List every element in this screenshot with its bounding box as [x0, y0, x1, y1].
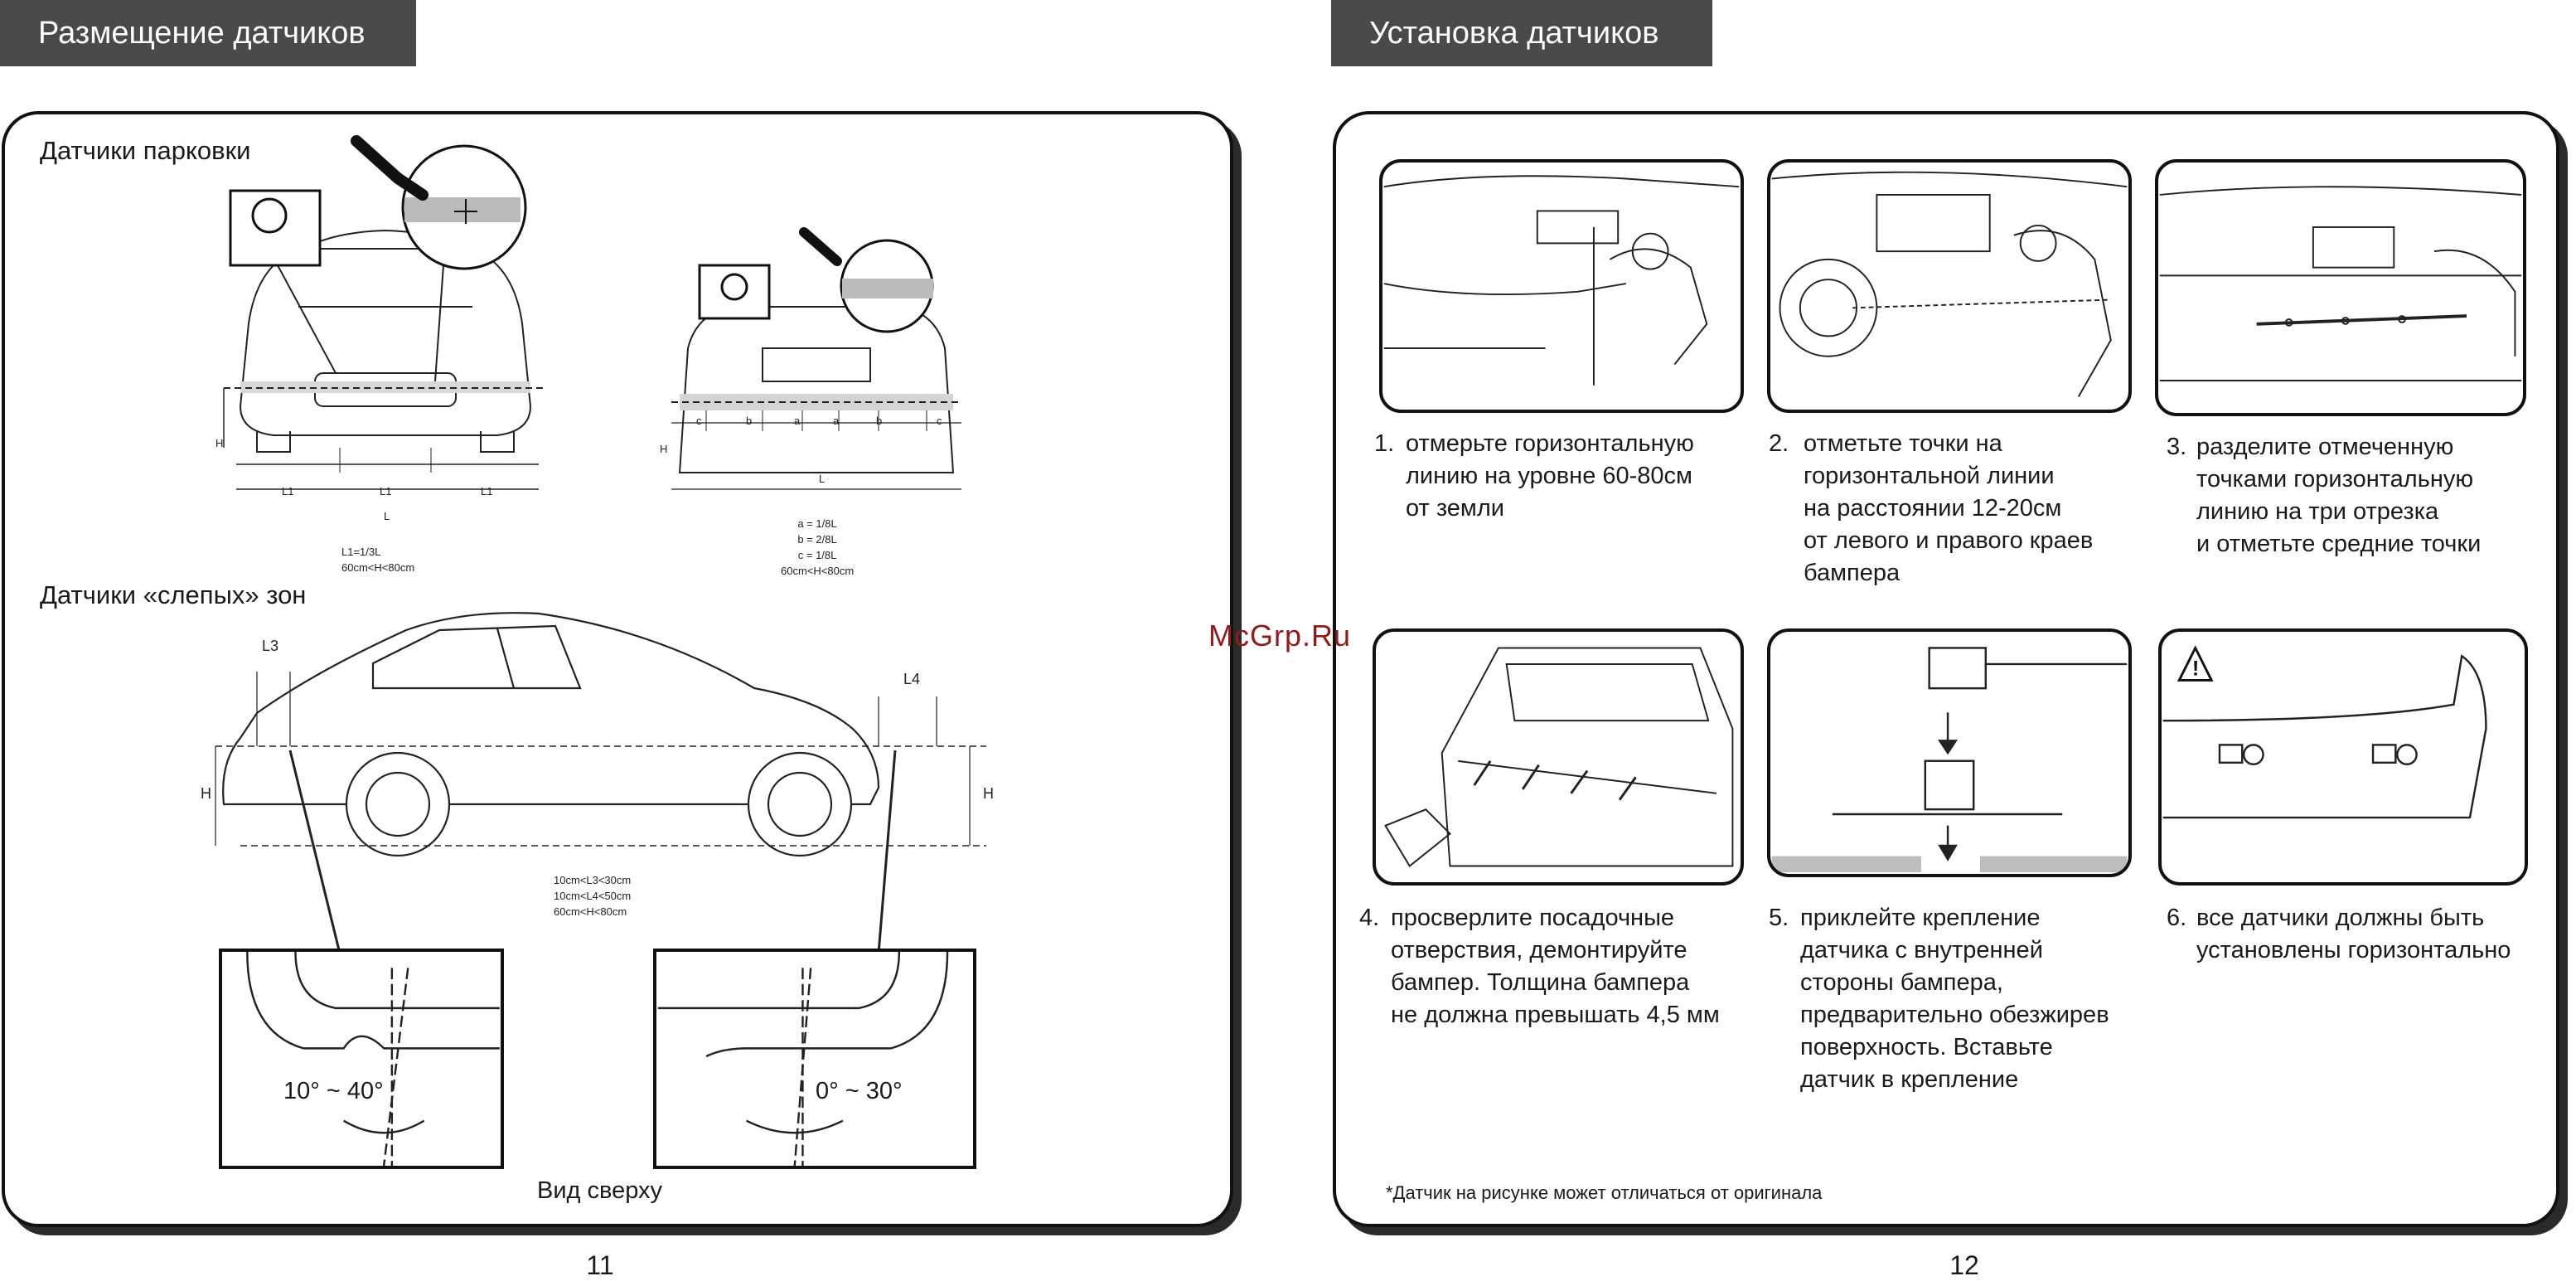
step-3: 3. разделите отмеченную точками горизонт… [2167, 431, 2548, 572]
step-2-text: отметьте точки на горизонтальной линии н… [1804, 430, 2094, 586]
step-5-number: 5. [1769, 905, 1789, 931]
rear-segment-5: b [876, 415, 883, 427]
left-page-number: 11 [586, 1250, 614, 1280]
step-1-number: 1. [1374, 430, 1395, 457]
step-6-text: все датчики должны быть установлены гори… [2196, 905, 2511, 963]
front-l1-label-1: L1 [282, 485, 294, 497]
left-header: Размещение датчиков [0, 0, 416, 66]
rear-segment-6: c [937, 415, 942, 427]
front-l-label: L [384, 510, 390, 522]
front-l1-label-3: L1 [481, 485, 493, 497]
rear-car-diagram: H c b a a b c L [660, 224, 970, 506]
rear-segment-4: a [833, 415, 840, 427]
detail-right-box: 0° ~ 30° [653, 949, 976, 1169]
watermark: McGrp.Ru [1208, 619, 1352, 653]
detail-left-box: 10° ~ 40° [219, 949, 504, 1169]
step-3-text: разделите отмеченную точками горизонталь… [2196, 434, 2482, 557]
rear-segment-1: c [696, 415, 702, 427]
rear-h-label: H [660, 443, 668, 455]
step-2-number: 2. [1769, 430, 1789, 457]
step-4-number: 4. [1359, 905, 1380, 931]
step-2: 2. отметьте точки на горизонтальной лини… [1769, 428, 2158, 602]
front-l1-label-2: L1 [380, 485, 392, 497]
right-header: Установка датчиков [1331, 0, 1712, 66]
step-3-number: 3. [2167, 434, 2187, 460]
side-l4-label: L4 [903, 671, 921, 687]
step-4: 4. просверлите посадочные отверствия, де… [1359, 902, 1757, 1043]
step-1: 1. отмерьте горизонтальную линию на уров… [1374, 428, 1755, 536]
blind-zone-title: Датчики «слепых» зон [40, 580, 307, 609]
step-4-text: просверлите посадочные отверствия, демон… [1391, 905, 1720, 1028]
side-l3-label: L3 [262, 638, 279, 654]
rear-l-label: L [819, 473, 826, 485]
step-5: 5. приклейте крепление датчика с внутрен… [1769, 902, 2150, 1101]
rear-formula: a = 1/8L b = 2/8L c = 1/8L 60cm<H<80cm [781, 517, 855, 577]
step-2-picture [1767, 159, 2132, 413]
side-car-diagram: L3 L4 H H [191, 597, 1003, 954]
right-page-number: 12 [1949, 1250, 1979, 1280]
top-view-label: Вид сверху [537, 1177, 663, 1204]
step-6-number: 6. [2167, 905, 2187, 931]
front-car-diagram: H L1 L1 L1 L [199, 133, 564, 522]
rear-segment-3: a [794, 415, 801, 427]
rear-segment-2: b [746, 415, 753, 427]
step-6-picture: ! [2158, 628, 2528, 886]
step-3-picture [2155, 159, 2526, 416]
side-h-left-label: H [201, 785, 211, 802]
step-1-picture [1379, 159, 1744, 413]
front-formula: L1=1/3L 60cm<H<80cm [341, 546, 415, 574]
detail-left-angle: 10° ~ 40° [283, 1078, 384, 1104]
svg-text:!: ! [2192, 657, 2199, 681]
front-h-label: H [215, 437, 224, 449]
parking-sensors-title: Датчики парковки [40, 136, 251, 165]
left-panel [2, 111, 1233, 1227]
side-h-right-label: H [983, 785, 994, 802]
side-formula: 10cm<L3<30cm 10cm<L4<50cm 60cm<H<80cm [554, 874, 632, 918]
step-5-picture [1767, 628, 2132, 877]
step-5-text: приклейте крепление датчика с внутренней… [1800, 905, 2109, 1093]
footnote: *Датчик на рисунке может отличаться от о… [1386, 1182, 1823, 1203]
step-4-picture [1373, 628, 1744, 886]
detail-right-angle: 0° ~ 30° [816, 1078, 903, 1104]
step-1-text: отмерьте горизонтальную линию на уровне … [1406, 430, 1694, 522]
step-6: 6. все датчики должны быть установлены г… [2167, 902, 2556, 977]
